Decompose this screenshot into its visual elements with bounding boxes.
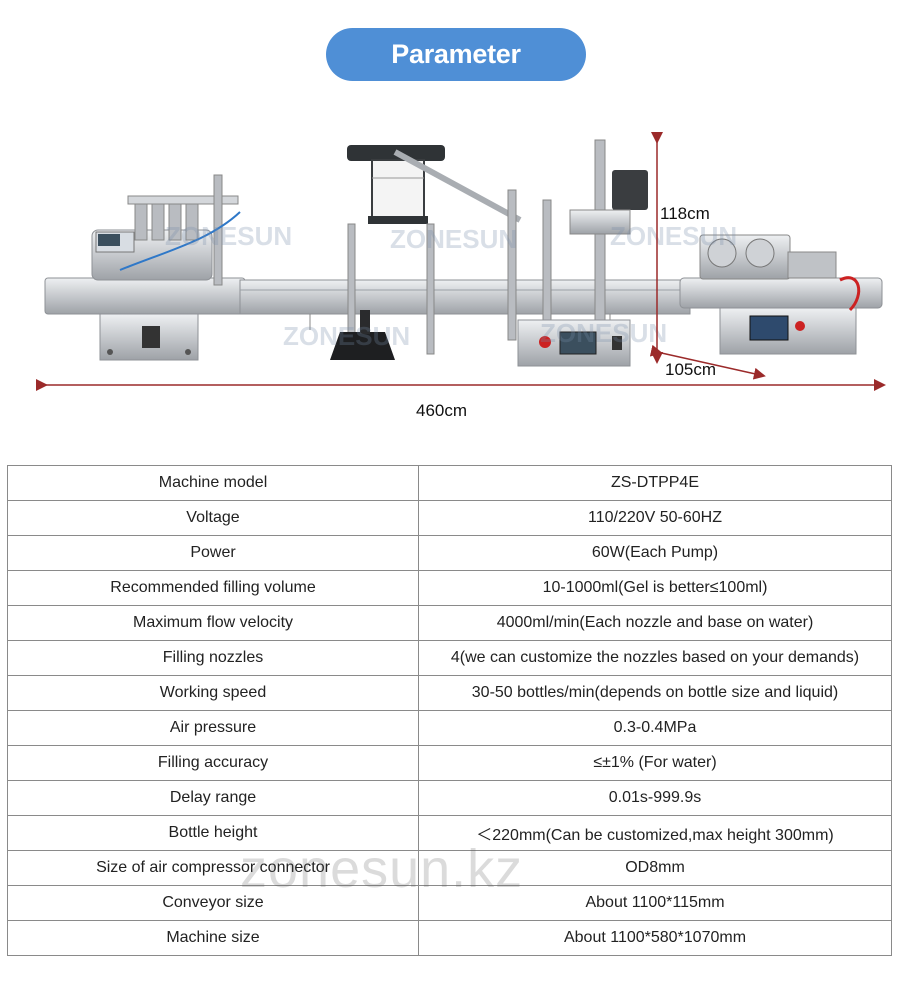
height-label: 118cm: [660, 204, 710, 223]
spec-value-cell: 10-1000ml(Gel is better≤100ml): [418, 570, 892, 606]
machine-illustration: ZONESUN ZONESUN ZONESUN ZONESUN ZONESUN …: [0, 120, 900, 430]
spec-label-cell: Delay range: [7, 780, 419, 816]
table-row: Bottle height＜220mm(Can be customized,ma…: [7, 815, 892, 851]
spec-value-cell: ≤±1% (For water): [418, 745, 892, 781]
spec-label-cell: Filling nozzles: [7, 640, 419, 676]
figure-watermark-4: ZONESUN: [283, 321, 410, 351]
spec-value-cell: 4000ml/min(Each nozzle and base on water…: [418, 605, 892, 641]
cap-feeder: [330, 145, 552, 360]
spec-label-cell: Machine size: [7, 920, 419, 956]
spec-value-cell: 110/220V 50-60HZ: [418, 500, 892, 536]
spec-label-cell: Maximum flow velocity: [7, 605, 419, 641]
spec-label-cell: Recommended filling volume: [7, 570, 419, 606]
spec-value-cell: 0.01s-999.9s: [418, 780, 892, 816]
spec-label-cell: Size of air compressor connector: [7, 850, 419, 886]
spec-label-cell: Power: [7, 535, 419, 571]
spec-label-cell: Machine model: [7, 465, 419, 501]
spec-value-cell: About 1100*115mm: [418, 885, 892, 921]
depth-label: 105cm: [665, 360, 717, 379]
spec-label-cell: Voltage: [7, 500, 419, 536]
spec-label-cell: Working speed: [7, 675, 419, 711]
spec-value-cell: 30-50 bottles/min(depends on bottle size…: [418, 675, 892, 711]
spec-value-cell: 4(we can customize the nozzles based on …: [418, 640, 892, 676]
spec-value-cell: ＜220mm(Can be customized,max height 300m…: [418, 815, 892, 851]
labeling-machine: [679, 234, 883, 355]
spec-value-cell: ZS-DTPP4E: [418, 465, 892, 501]
main-conveyor: [239, 279, 691, 330]
figure-watermark-5: ZONESUN: [540, 318, 667, 348]
spec-value-cell: About 1100*580*1070mm: [418, 920, 892, 956]
spec-value-cell: 0.3-0.4MPa: [418, 710, 892, 746]
depth-dimension-line: [649, 344, 766, 380]
machine-drawing: ZONESUN ZONESUN ZONESUN ZONESUN ZONESUN: [36, 132, 886, 391]
spec-label-cell: Filling accuracy: [7, 745, 419, 781]
spec-label-cell: Air pressure: [7, 710, 419, 746]
capping-machine: [517, 139, 648, 367]
length-label: 460cm: [416, 401, 468, 420]
parameter-title: Parameter: [326, 28, 586, 81]
figure-watermark-2: ZONESUN: [390, 224, 517, 254]
figure-watermark-1: ZONESUN: [165, 221, 292, 251]
table-row: Filling accuracy≤±1% (For water): [7, 745, 892, 781]
spec-label-cell: Conveyor size: [7, 885, 419, 921]
filling-machine: [44, 174, 246, 361]
spec-value-cell: 60W(Each Pump): [418, 535, 892, 571]
figure-watermark-3: ZONESUN: [610, 221, 737, 251]
spec-label-cell: Bottle height: [7, 815, 419, 851]
spec-value-cell: OD8mm: [418, 850, 892, 886]
